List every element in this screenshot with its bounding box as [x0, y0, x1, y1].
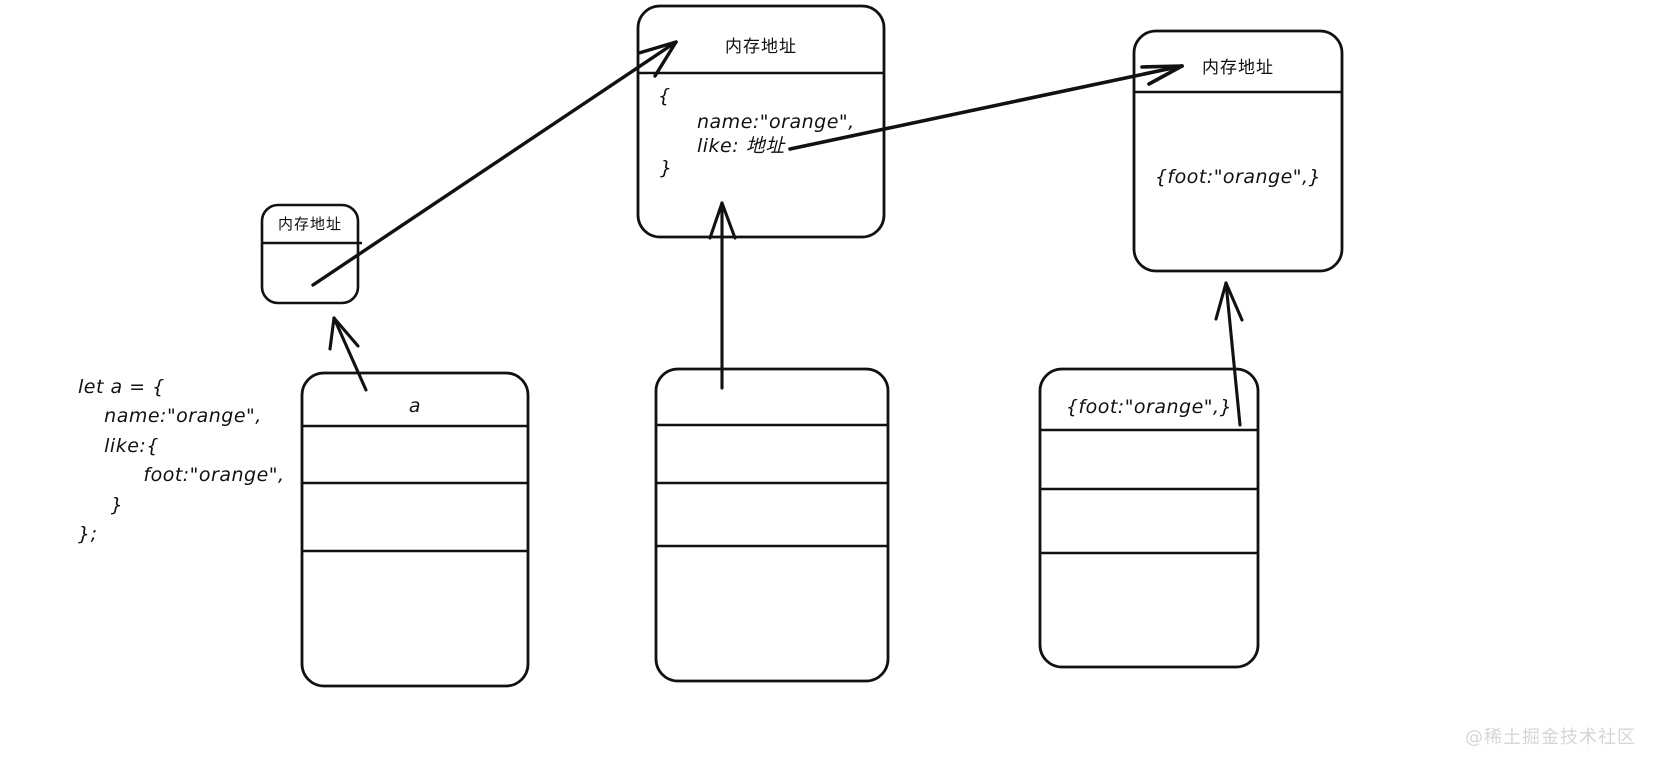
stack-right-box-shape — [1038, 367, 1260, 669]
stack-right-header-label: {foot:"orange",} — [1065, 396, 1233, 418]
heap-object-a-title: 内存地址 — [725, 37, 797, 57]
stack-variable-box-shape — [300, 371, 530, 688]
heap-pointer-title: 内存地址 — [277, 215, 342, 233]
heap-object-a-prop-name: name:"orange", — [697, 111, 855, 133]
heap-object-a-prop-like: like: 地址 — [697, 135, 785, 157]
arrow-stack-middle-to-heap-object-a — [708, 201, 737, 390]
heap-object-like-title: 内存地址 — [1202, 58, 1274, 78]
arrow-pointer-to-heap-object-a — [311, 40, 678, 287]
stack-variable-header-label: a — [408, 395, 422, 417]
heap-object-a-brace-close: } — [660, 157, 673, 179]
stack-middle-box-shape — [654, 367, 890, 683]
arrow-stack-right-to-heap-object-like — [1214, 281, 1244, 427]
heap-object-a-box-shape — [636, 4, 886, 239]
heap-object-a-brace-open: { — [658, 85, 671, 107]
heap-object-like-box-shape — [1132, 29, 1344, 273]
code-snippet: let a = { name:"orange", like:{ foot:"or… — [78, 376, 285, 546]
watermark: @稀土掘金技术社区 — [1465, 727, 1636, 748]
heap-object-like-body: {foot:"orange",} — [1154, 166, 1322, 188]
arrow-like-to-heap-object-like — [788, 64, 1184, 151]
arrow-a-to-pointer — [328, 316, 368, 392]
